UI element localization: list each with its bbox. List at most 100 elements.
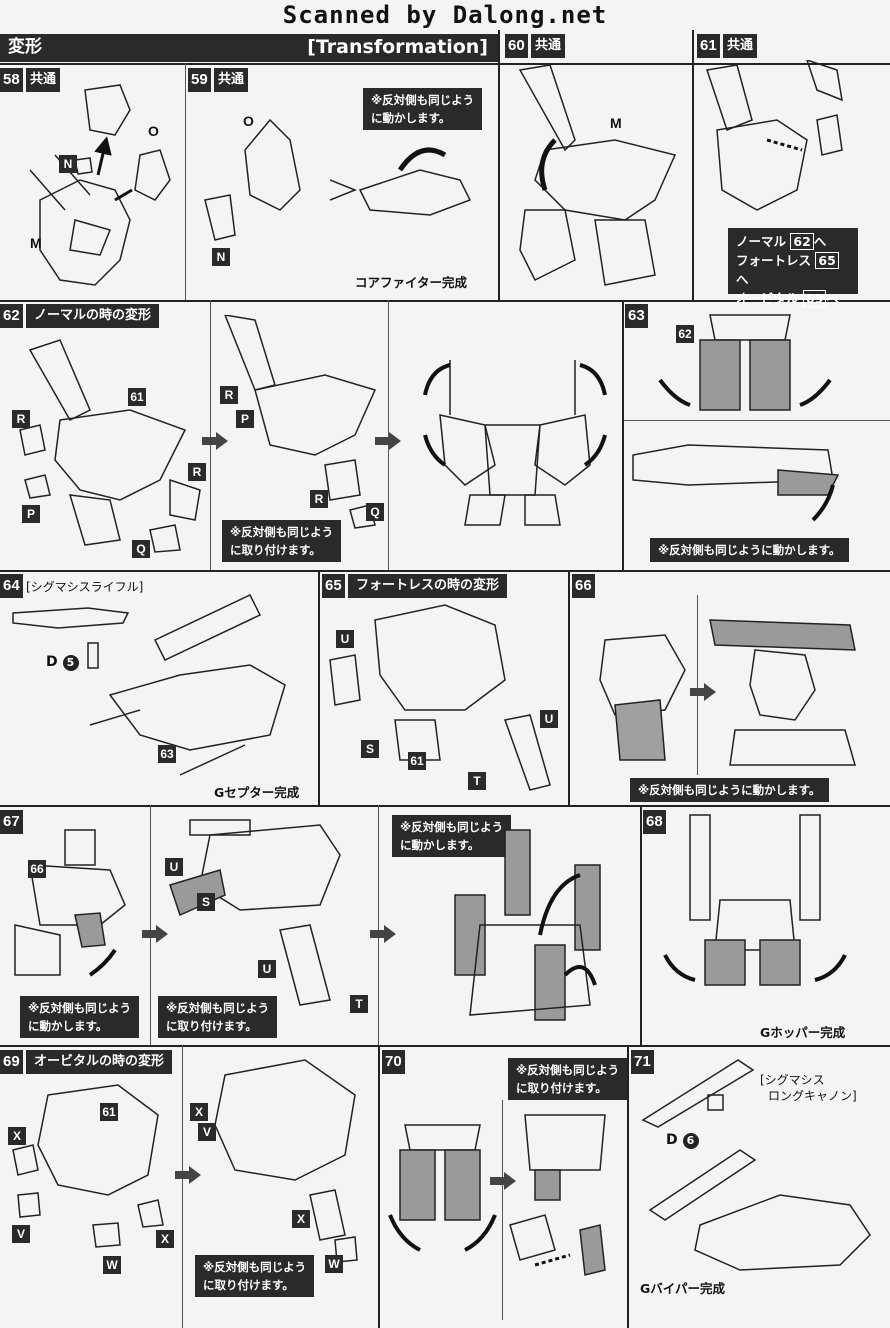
part-label: P <box>22 505 40 523</box>
part-label: T <box>350 995 368 1013</box>
step-number: 62 <box>0 304 23 328</box>
watermark: Scanned by Dalong.net <box>282 1 608 29</box>
divider <box>624 420 890 421</box>
divider <box>502 1100 503 1320</box>
section-header: 変形 [Transformation] <box>0 34 498 62</box>
divider <box>627 1045 629 1328</box>
step-65-illustration <box>329 604 551 791</box>
step-61-illustration <box>706 60 843 211</box>
core-fighter-illustration <box>330 147 472 216</box>
divider <box>622 300 624 570</box>
step-59-illustration <box>204 118 301 241</box>
divider <box>185 63 186 300</box>
part-label: P <box>236 410 254 428</box>
step-62-illustration-c <box>423 360 607 526</box>
divider <box>0 300 890 302</box>
step-67-illustration-b <box>169 819 341 1006</box>
part-label: 61 <box>100 1103 118 1121</box>
part-title: [シグマシスライフル] <box>26 580 144 594</box>
step-68-illustration <box>663 814 847 986</box>
instruction-note: ※反対側も同じよう に取り付けます。 <box>222 520 342 562</box>
part-label: N <box>59 155 77 173</box>
step-64-illustration <box>89 594 286 776</box>
part-label: V <box>12 1225 30 1243</box>
step-69-illustration-a <box>12 1084 164 1248</box>
part-label: R <box>188 463 206 481</box>
step-number: 67 <box>0 810 23 834</box>
step-69-illustration-b <box>214 1059 358 1263</box>
step-71-illustration <box>648 1149 871 1271</box>
section-title-en: [Transformation] <box>307 36 488 58</box>
step-title: オービタルの時の変形 <box>26 1050 173 1074</box>
arrow-right-icon <box>370 925 396 943</box>
instruction-note: ※反対側も同じように動かします。 <box>650 538 849 562</box>
step-tag: 共通 <box>723 34 758 58</box>
arrow-right-icon <box>142 925 168 943</box>
step-60-illustration <box>518 64 677 286</box>
step-number: 58 <box>0 68 23 92</box>
part-label: U <box>540 710 558 728</box>
part-label: W <box>103 1256 121 1274</box>
step-70-illustration-b <box>509 1114 606 1276</box>
divider <box>0 1045 890 1047</box>
step-number: 64 <box>0 574 23 598</box>
divider <box>692 30 694 300</box>
divider <box>0 805 890 807</box>
step-number: 61 <box>697 34 720 58</box>
divider <box>210 300 211 570</box>
step-62-illustration-b <box>224 315 377 529</box>
section-title: 変形 <box>8 37 42 57</box>
step-62-illustration-a <box>19 339 201 553</box>
step-title: ノーマルの時の変形 <box>26 304 160 328</box>
instruction-note: ※反対側も同じよう に動かします。 <box>392 815 512 857</box>
step-number: 60 <box>505 34 528 58</box>
completion-label: コアファイター完成 <box>355 275 468 290</box>
part-label: 61 <box>408 752 426 770</box>
part-label: Q <box>132 540 150 558</box>
divider <box>0 570 890 572</box>
part-label: S <box>361 740 379 758</box>
completion-label: Gホッパー完成 <box>760 1025 846 1040</box>
part-label: U <box>165 858 183 876</box>
part-label: N <box>212 248 230 266</box>
step-63-illustration-a <box>658 314 832 411</box>
part-label: M <box>30 235 42 251</box>
divider <box>150 805 151 1045</box>
arrow-right-icon <box>690 683 716 701</box>
part-label: S <box>197 893 215 911</box>
step-number: 65 <box>322 574 345 598</box>
step-70-illustration-a <box>388 1124 497 1252</box>
step-number: 71 <box>631 1050 654 1074</box>
part-label: Q <box>366 503 384 521</box>
part-label: X <box>156 1230 174 1248</box>
part-label: R <box>310 490 328 508</box>
arrow-right-icon <box>375 432 401 450</box>
part-label: M <box>610 115 622 131</box>
part-label: 63 <box>158 745 176 763</box>
part-label: 62 <box>676 325 694 343</box>
step-67-illustration-a <box>14 829 126 977</box>
step-number: 68 <box>643 810 666 834</box>
step-66-illustration-a <box>599 634 686 761</box>
part-label: T <box>468 772 486 790</box>
divider <box>0 63 890 65</box>
divider <box>182 1045 183 1328</box>
part-label: O <box>243 113 254 129</box>
part-label: O <box>148 123 159 139</box>
instruction-note: ※反対側も同じよう に動かします。 <box>363 88 483 130</box>
part-label: U <box>258 960 276 978</box>
instruction-note: ※反対側も同じよう に動かします。 <box>20 996 140 1038</box>
part-label: X <box>8 1127 26 1145</box>
arrow-right-icon <box>202 432 228 450</box>
step-63-illustration-b <box>632 444 840 522</box>
divider <box>318 570 320 805</box>
step-tag: 共通 <box>214 68 249 92</box>
rifle-illustration <box>12 607 130 669</box>
part-label: X <box>190 1103 208 1121</box>
step-66-illustration-b <box>709 619 856 766</box>
step-number: 59 <box>188 68 211 92</box>
part-label: D 6 <box>666 1132 699 1149</box>
part-label: V <box>198 1123 216 1141</box>
divider <box>388 300 389 570</box>
